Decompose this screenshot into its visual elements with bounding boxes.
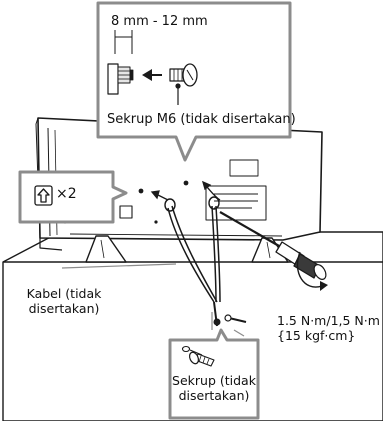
badge-callout: [18, 170, 128, 224]
dimension-label: 8 mm - 12 mm: [111, 14, 208, 29]
small-screw-label-line2: disertakan): [178, 388, 250, 403]
m6-screw: [169, 63, 198, 87]
wall-anchor-screw: [213, 314, 247, 326]
screwdriver: [219, 211, 328, 291]
badge-count-label: ×2: [56, 186, 77, 202]
tv-feet: [85, 235, 289, 263]
leader-lines: [61, 263, 245, 337]
insertion-arrows: [150, 180, 221, 201]
small-screw-label: Sekrup (tidak disertakan): [172, 373, 256, 403]
cable-loop: [164, 196, 220, 212]
bracket-detail: [107, 63, 134, 95]
up-arrow-in-box-icon: [34, 185, 53, 206]
cables: [167, 205, 221, 327]
torque-label: 1.5 N·m/1,5 N·m {15 kgf·cm}: [277, 313, 380, 343]
torque-label-line2: {15 kgf·cm}: [277, 328, 356, 343]
insert-arrow: [142, 69, 162, 81]
small-screw-detail: [181, 345, 215, 367]
torque-label-line1: 1.5 N·m/1,5 N·m: [277, 313, 380, 328]
leader-dot: [175, 83, 181, 105]
m6-screw-label: Sekrup M6 (tidak disertakan): [107, 112, 296, 127]
dimension-bracket: [114, 30, 133, 54]
small-screw-label-line1: Sekrup (tidak: [172, 373, 256, 388]
cable-label: Kabel (tidak disertakan): [9, 286, 119, 316]
cable-label-line2: disertakan): [28, 301, 100, 316]
cable-label-line1: Kabel (tidak: [26, 286, 102, 301]
